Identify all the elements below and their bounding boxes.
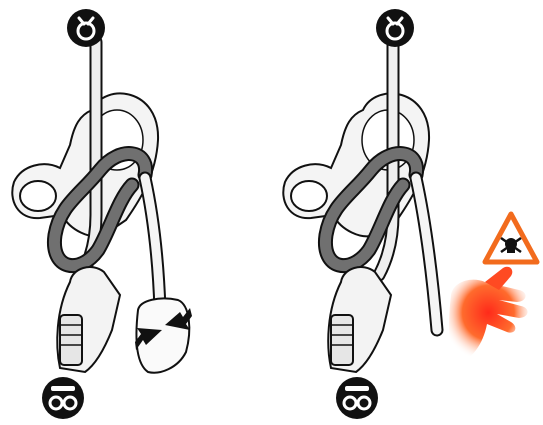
anchor-icon [67, 9, 105, 47]
carabiner [328, 267, 391, 372]
carabiner [57, 267, 120, 372]
anchor-icon [376, 9, 414, 47]
figure-eight-device [283, 93, 429, 236]
hand-burning [449, 267, 528, 362]
figure-eight-device [12, 93, 158, 236]
harness-icon [336, 377, 378, 419]
figure-eight-belay-diagram-left [0, 0, 271, 425]
harness-icon [42, 377, 84, 419]
panel-correct-use [0, 0, 271, 425]
panel-danger-use [271, 0, 542, 425]
figure-eight-belay-diagram-right [271, 0, 542, 425]
skull-warning-icon [485, 214, 537, 262]
